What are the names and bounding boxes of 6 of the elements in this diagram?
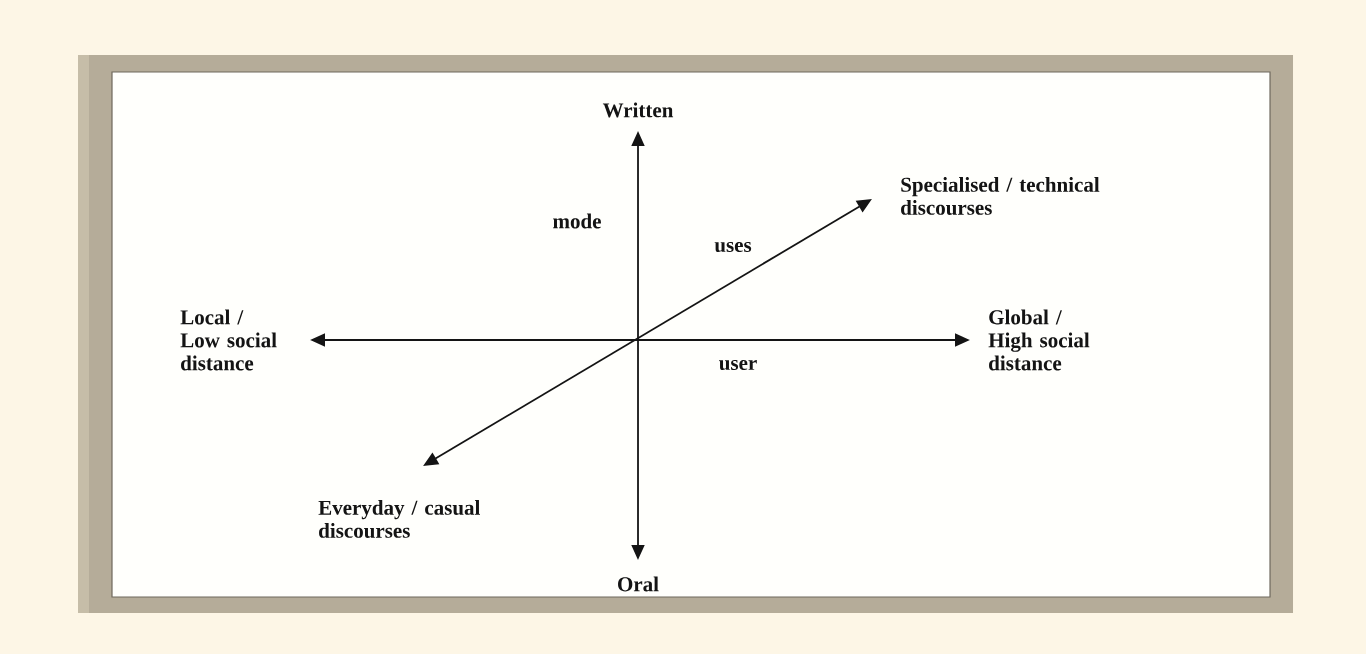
- axis-label: Written: [602, 102, 674, 118]
- axis-label: Global / High social distance: [988, 309, 1090, 371]
- axis-label: Specialised / technical discourses: [901, 177, 1100, 215]
- axis-label: Oral: [618, 576, 659, 592]
- axis-label: Local / Low social distance: [180, 309, 277, 371]
- axis-label: Everyday / casual discourses: [318, 500, 480, 538]
